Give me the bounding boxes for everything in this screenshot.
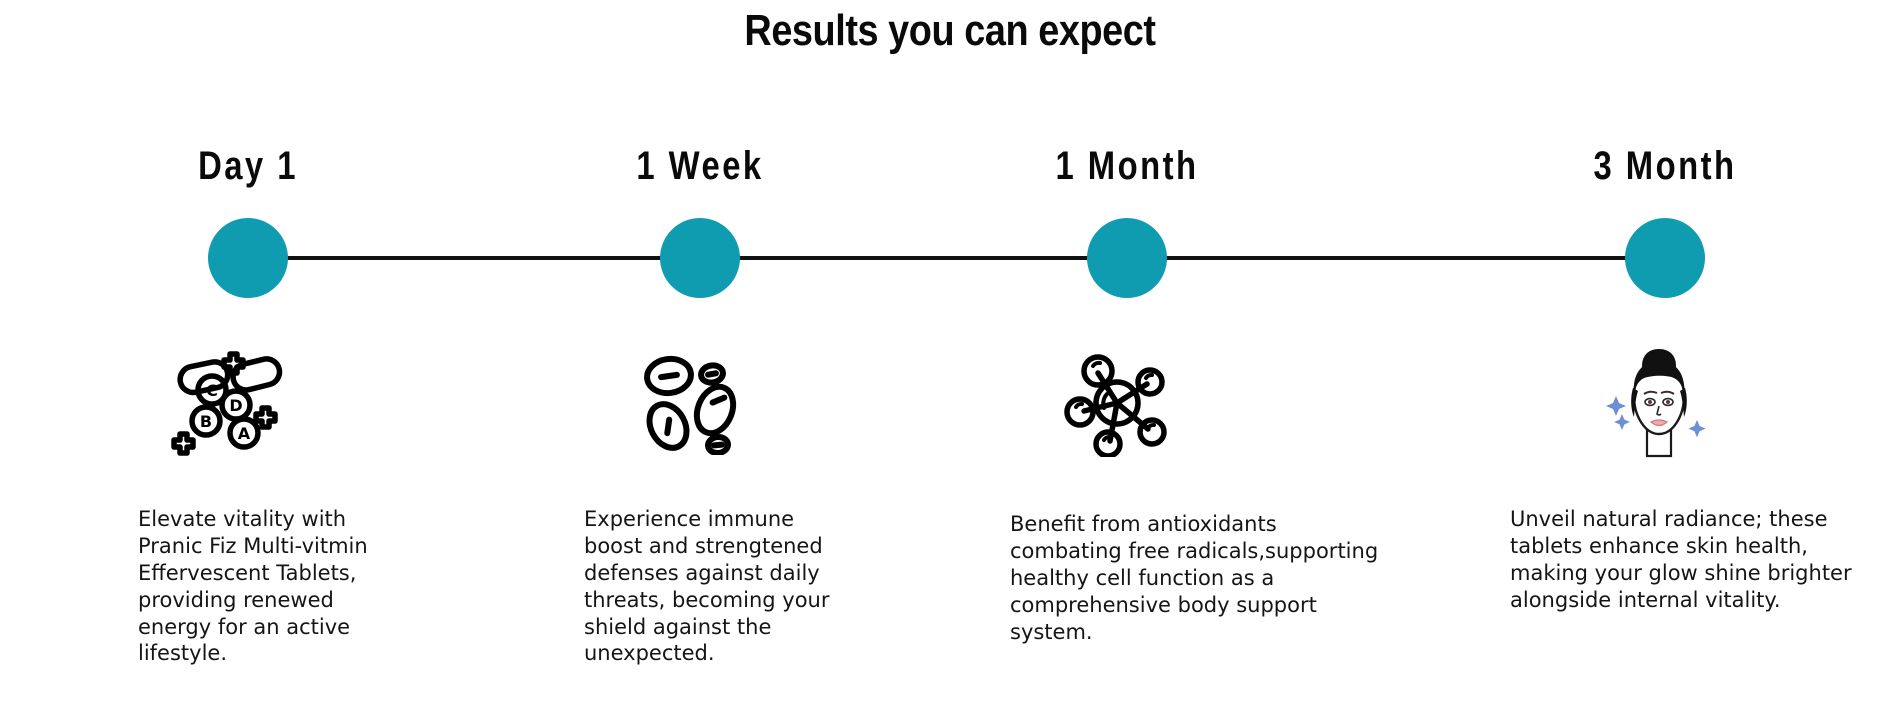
milestone-dot-4[interactable] [1625,218,1705,298]
svg-text:C: C [206,381,218,400]
svg-text:A: A [238,424,251,443]
milestone-description-4: Unveil natural radiance; these tablets e… [1510,507,1852,612]
milestone-description-3: Benefit from antioxidants combating free… [1010,512,1379,644]
milestone-dot-1[interactable] [208,218,288,298]
milestone-description-1: Elevate vitality with Pranic Fiz Multi-v… [138,507,368,666]
icon-slot-4 [1600,345,1800,460]
milestone-dot-2[interactable] [660,218,740,298]
milestone-label-2: 1 Week [636,144,764,188]
milestone-description-2: Experience immune boost and strengtened … [584,507,830,666]
svg-text:B: B [200,412,212,431]
svg-text:D: D [229,396,242,415]
molecule-icon [1064,353,1167,457]
icon-slot-2 [635,345,835,460]
icon-slot-1: C D B A [170,345,370,460]
milestone-label-4: 3 Month [1593,144,1737,188]
timeline-connector-line [248,256,1665,260]
icon-slot-3 [1062,345,1262,460]
milestone-label-3: 1 Month [1055,144,1199,188]
blood-cells-icon [644,355,737,455]
milestone-dot-3[interactable] [1087,218,1167,298]
milestone-label-1: Day 1 [198,144,298,188]
glowing-face-icon [1606,348,1706,457]
vitamin-capsules-icon: C D B A [171,350,283,456]
page-title: Results you can expect [744,6,1156,55]
